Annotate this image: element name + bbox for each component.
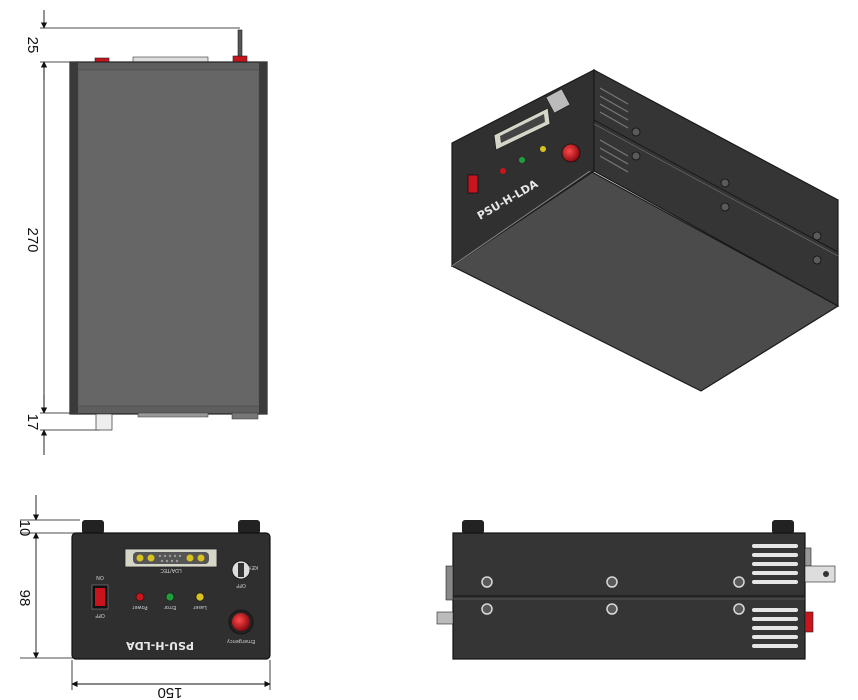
dim-bottom-offset: 17: [24, 414, 41, 431]
iso-emergency-button-icon: [561, 143, 581, 163]
iso-rocker-switch-icon: [467, 174, 479, 194]
emergency-label: Emergency: [227, 638, 255, 644]
led-power-label: Power: [132, 604, 148, 610]
led-error-label: Error: [163, 604, 176, 610]
isometric-view: PSU-H-LDA: [450, 69, 840, 392]
brand-label: PSU-H-LDA: [126, 639, 194, 652]
led-laser-icon: [195, 592, 205, 602]
dim-front-top-margin: 10: [16, 520, 33, 537]
top-view: 25 270 17: [24, 10, 268, 455]
key-switch-icon: [231, 560, 251, 580]
rocker-switch-icon: [91, 584, 109, 610]
dim-top-offset: 25: [24, 37, 41, 54]
switch-on-label: ON: [96, 574, 104, 580]
connector-label: LDA/TEC: [160, 567, 182, 573]
switch-off-label: OFF: [95, 612, 105, 618]
led-laser-label: Laser: [192, 604, 207, 610]
db-connector-icon: [124, 548, 218, 568]
led-error-icon: [165, 592, 175, 602]
dim-width: 150: [157, 684, 182, 700]
iso-db-connector-icon: [493, 107, 551, 151]
emergency-button-icon: [228, 609, 254, 635]
front-view: 10 98 150 LDA/TEC KEY OFF: [16, 495, 271, 700]
dim-length: 270: [24, 227, 41, 252]
dim-height: 98: [16, 590, 33, 607]
key-label: KEY: [248, 564, 258, 570]
key-off-label: OFF: [236, 582, 246, 588]
side-view: [436, 520, 836, 660]
led-power-icon: [135, 592, 145, 602]
